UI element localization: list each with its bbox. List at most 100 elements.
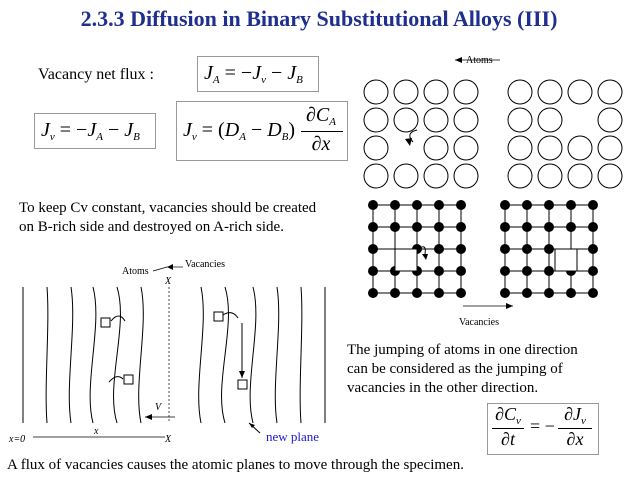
open-atom: [453, 107, 479, 133]
planes-atoms-arrow: [152, 266, 168, 272]
lattice-atom: [412, 222, 422, 232]
eq3-num-sub: A: [329, 116, 336, 128]
open-atom: [537, 107, 563, 133]
planes-v-label: V: [155, 402, 163, 413]
eq1-rhs1: J: [252, 62, 262, 84]
atomic-plane-line: [249, 286, 257, 424]
lattice-atom: [500, 266, 510, 276]
eq1-lhs: J: [204, 62, 213, 84]
open-atom: [363, 135, 389, 161]
open-atom: [507, 135, 533, 161]
jumping-line-3: vacancies in the other direction.: [347, 380, 539, 396]
lattice-atom: [390, 222, 400, 232]
open-atom: [567, 79, 593, 105]
planes-x-small: x: [93, 426, 99, 437]
planes-origin: x=0: [8, 434, 25, 445]
lattice-atom: [588, 266, 598, 276]
eq3-lhs: J: [183, 119, 192, 141]
atomic-plane-line: [45, 286, 49, 424]
open-atom: [453, 79, 479, 105]
lattice-atom: [522, 222, 532, 232]
lattice-atom: [456, 266, 466, 276]
lattice-atom: [566, 288, 576, 298]
vacancy-jump-arrowhead: [422, 254, 428, 260]
open-atom: [453, 135, 479, 161]
lattice-atom: [588, 222, 598, 232]
atom-vacancy-figure: Atoms Vacancies: [363, 55, 623, 328]
plane-vertical-arrowhead: [239, 371, 245, 378]
planes-atoms-label: Atoms: [122, 266, 149, 277]
lattice-atom: [544, 200, 554, 210]
atom-jump-arrow: [409, 129, 418, 143]
plane-vacancy-3: [213, 311, 224, 322]
open-atom: [393, 107, 419, 133]
lattice-atom: [522, 288, 532, 298]
jumping-line-2: can be considered as the jumping of: [347, 361, 563, 377]
eq1-lhs-sub: A: [212, 74, 220, 86]
lattice-atom: [588, 288, 598, 298]
eq4-num1-sub: v: [516, 415, 521, 427]
eq1-rhs2: J: [287, 62, 297, 84]
open-atom: [567, 135, 593, 161]
lattice-atom: [412, 288, 422, 298]
eq2-lhs: J: [41, 119, 50, 141]
lattice-atom: [434, 266, 444, 276]
open-atom: [597, 135, 623, 161]
eq1-rhs2-sub: B: [296, 74, 303, 86]
lattice-atom: [368, 222, 378, 232]
open-atom: [423, 79, 449, 105]
lattice-atom: [456, 288, 466, 298]
eq3-lhs-sub: v: [191, 131, 197, 143]
atomic-plane-line: [113, 286, 121, 424]
lattice-atom: [566, 200, 576, 210]
eq3-d2-sub: B: [281, 131, 289, 143]
eq3-d1: D: [224, 119, 240, 141]
lattice-atom: [544, 288, 554, 298]
lattice-atom: [544, 266, 554, 276]
lattice-atom: [544, 244, 554, 254]
lattice-atom: [544, 222, 554, 232]
eq2-rhs2: J: [124, 119, 134, 141]
vacancy-square-right: [554, 248, 578, 272]
planes-vacancies-label: Vacancies: [185, 259, 225, 270]
eq4-num2-sub: v: [581, 415, 586, 427]
equation-jv-diffusivity: Jv = (DA − DB) ∂CA ∂x: [176, 101, 348, 161]
plane-vacancy-4: [237, 379, 248, 390]
lattice-atom: [456, 200, 466, 210]
eq2-rhs1: J: [87, 119, 97, 141]
plane-vacancy-2: [123, 374, 134, 385]
slide-title: 2.3.3 Diffusion in Binary Substitutional…: [80, 6, 558, 31]
atomic-plane-line: [138, 286, 144, 424]
eq4-den2: ∂x: [566, 429, 584, 449]
lattice-atom: [522, 200, 532, 210]
open-atom: [393, 163, 419, 189]
planes-v-arrowhead: [145, 414, 152, 420]
eq4-equals: = −: [530, 416, 555, 436]
lattice-grid-right: [500, 200, 598, 298]
open-atom: [507, 163, 533, 189]
lattice-atom: [522, 266, 532, 276]
lattice-atom: [390, 200, 400, 210]
eq4-num1: ∂C: [495, 404, 516, 424]
open-atom-grid-right: [507, 79, 623, 189]
eq3-d2: D: [267, 119, 282, 141]
lattice-atom: [390, 288, 400, 298]
open-atom: [393, 79, 419, 105]
lattice-atom: [368, 266, 378, 276]
atomic-plane-line: [299, 286, 303, 424]
open-atom: [363, 107, 389, 133]
open-atom: [537, 79, 563, 105]
keep-cv-line-1: To keep Cv constant, vacancies should be…: [19, 200, 317, 216]
vacancy-square-left: [394, 248, 418, 272]
eq3-d1-sub: A: [239, 131, 246, 143]
lattice-atom: [588, 200, 598, 210]
lattice-atom: [500, 200, 510, 210]
lattice-atom: [566, 222, 576, 232]
lattice-atom: [500, 222, 510, 232]
open-atom: [363, 79, 389, 105]
atomic-plane-line: [221, 286, 229, 424]
lattice-atom: [500, 244, 510, 254]
atom-jump-arrowhead: [405, 138, 412, 146]
atoms-arrowhead: [455, 57, 462, 63]
plane-jump-arrow-3: [222, 312, 239, 319]
